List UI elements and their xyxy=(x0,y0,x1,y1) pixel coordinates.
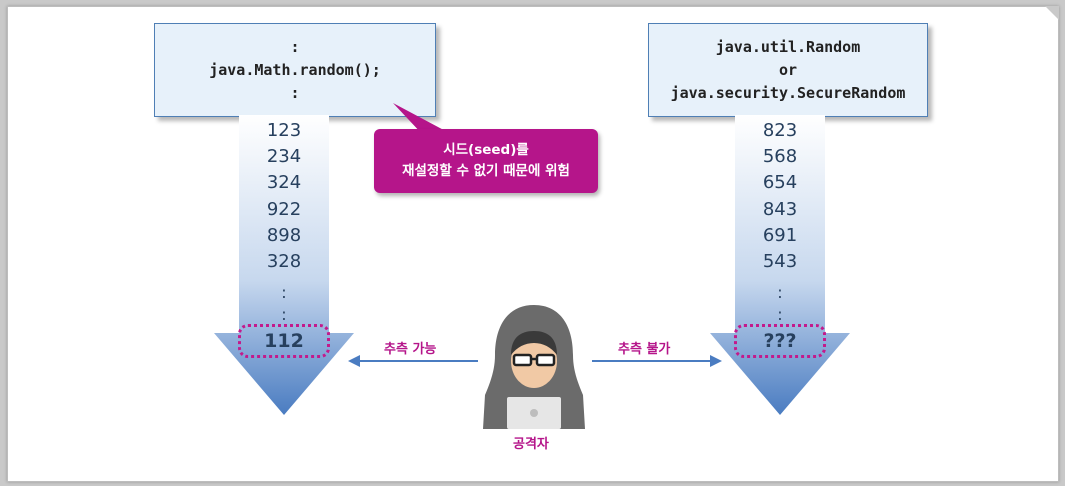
random-number: 898 xyxy=(266,224,302,246)
unpredictable-next-number: ??? xyxy=(734,324,826,358)
code-line: : xyxy=(290,83,300,102)
code-box-secure-random: java.util.Random or java.security.Secure… xyxy=(648,23,928,117)
ellipsis: : xyxy=(281,305,287,325)
code-line: java.security.SecureRandom xyxy=(670,83,906,102)
left-number-sequence: 123 234 324 922 898 328 : : xyxy=(224,118,344,325)
random-number: 328 xyxy=(266,251,302,273)
right-pointing-arrow xyxy=(592,355,722,367)
right-down-arrow xyxy=(710,115,850,415)
predicted-next-number: 112 xyxy=(238,324,330,358)
callout-line: 시드(seed)를 xyxy=(443,142,529,158)
random-number: 234 xyxy=(266,146,302,168)
code-line: java.util.Random xyxy=(715,37,861,56)
left-pointing-arrow xyxy=(348,355,478,367)
code-box-math-random: : java.Math.random(); : xyxy=(154,23,436,117)
predictable-label: 추측 가능 xyxy=(384,342,437,357)
random-number: 123 xyxy=(266,120,302,141)
right-number-sequence: 823 568 654 843 691 543 : : xyxy=(720,118,840,325)
callout-pointer xyxy=(393,103,453,135)
random-number: 922 xyxy=(266,198,302,220)
ellipsis: : xyxy=(281,283,287,303)
random-number: 843 xyxy=(762,198,798,220)
diagram-frame: : java.Math.random(); : java.util.Random… xyxy=(7,6,1059,482)
attacker-label: 공격자 xyxy=(513,437,549,452)
left-down-arrow xyxy=(214,115,354,415)
warning-callout: 시드(seed)를 재설정할 수 없기 때문에 위험 xyxy=(374,129,598,193)
random-number: 543 xyxy=(762,251,798,273)
random-number: 823 xyxy=(762,120,798,141)
random-number: 691 xyxy=(762,224,798,246)
code-line: or xyxy=(778,60,798,79)
page-fold xyxy=(1045,6,1059,20)
code-line: java.Math.random(); xyxy=(209,60,381,79)
ellipsis: : xyxy=(777,283,783,303)
random-number: 324 xyxy=(266,172,302,194)
random-number: 654 xyxy=(762,172,798,194)
unpredictable-label: 추측 불가 xyxy=(618,342,671,357)
code-line: : xyxy=(290,37,300,56)
hooded-hacker-icon xyxy=(483,305,585,429)
random-number: 568 xyxy=(762,146,798,168)
callout-line: 재설정할 수 없기 때문에 위험 xyxy=(402,163,570,179)
ellipsis: : xyxy=(777,305,783,325)
